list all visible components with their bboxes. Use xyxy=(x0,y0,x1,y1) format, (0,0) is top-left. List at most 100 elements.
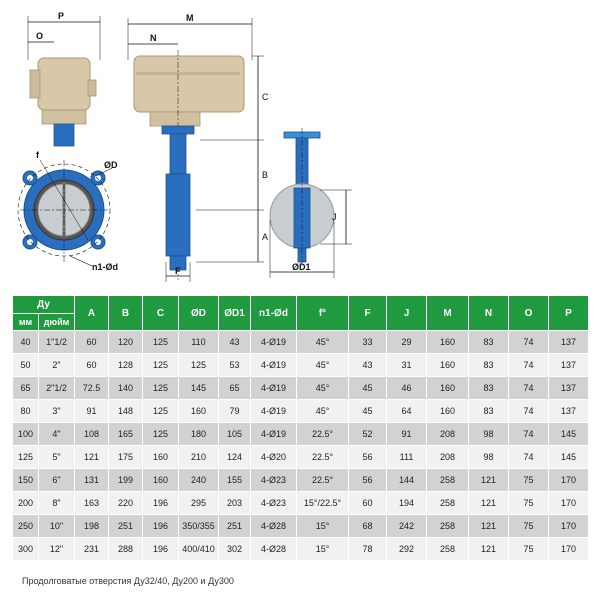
table-cell: 43 xyxy=(218,330,251,354)
header-col-a: A xyxy=(74,295,109,331)
actuator-box xyxy=(37,57,91,111)
table-cell: 2"1/2 xyxy=(38,376,75,400)
table-cell: 258 xyxy=(426,514,469,538)
table-cell: 196 xyxy=(142,537,179,561)
table-cell: 46 xyxy=(386,376,427,400)
table-cell: 105 xyxy=(218,422,251,446)
table-cell: 29 xyxy=(386,330,427,354)
table-cell: 160 xyxy=(426,353,469,377)
table-cell: 4-Ø20 xyxy=(250,445,297,469)
table-cell: 170 xyxy=(548,537,589,561)
dim-o-label: O xyxy=(36,31,43,41)
table-cell: 40 xyxy=(12,330,39,354)
table-cell: 125 xyxy=(12,445,39,469)
table-cell: 15°/22.5° xyxy=(296,491,349,515)
table-cell: 78 xyxy=(348,537,387,561)
header-col-f-angle: f° xyxy=(296,295,349,331)
table-cell: 75 xyxy=(508,491,549,515)
table-cell: 43 xyxy=(348,353,387,377)
table-cell: 12" xyxy=(38,537,75,561)
dim-n-label: N xyxy=(150,33,157,43)
table-cell: 4-Ø28 xyxy=(250,537,297,561)
table-cell: 208 xyxy=(426,422,469,446)
table-cell: 251 xyxy=(108,514,143,538)
header-mm: мм xyxy=(12,313,39,331)
header-col-n1d: n1-Ød xyxy=(250,295,297,331)
table-cell: 150 xyxy=(12,468,39,492)
table-cell: 145 xyxy=(548,445,589,469)
table-cell: 45° xyxy=(296,330,349,354)
table-cell: 60 xyxy=(74,353,109,377)
table-cell: 60 xyxy=(348,491,387,515)
table-cell: 145 xyxy=(548,422,589,446)
table-cell: 125 xyxy=(142,376,179,400)
header-col-od: ØD xyxy=(178,295,219,331)
table-cell: 53 xyxy=(218,353,251,377)
dim-m-label: M xyxy=(186,13,194,23)
table-cell: 68 xyxy=(348,514,387,538)
table-cell: 79 xyxy=(218,399,251,423)
table-cell: 4-Ø19 xyxy=(250,399,297,423)
dim-od1-label: ØD1 xyxy=(292,262,311,272)
table-cell: 145 xyxy=(178,376,219,400)
table-cell: 125 xyxy=(142,330,179,354)
technical-drawing: P O f ØD n1-Ød xyxy=(17,11,352,282)
table-cell: 74 xyxy=(508,445,549,469)
table-cell: 22.5° xyxy=(296,422,349,446)
table-cell: 4-Ø23 xyxy=(250,491,297,515)
header-inch: дюйм xyxy=(38,313,75,331)
footnote: Продолговатые отверстия Ду32/40, Ду200 и… xyxy=(22,576,234,586)
table-cell: 160 xyxy=(142,468,179,492)
dim-p-label: P xyxy=(58,11,64,21)
table-cell: 10" xyxy=(38,514,75,538)
table-cell: 64 xyxy=(386,399,427,423)
table-cell: 6" xyxy=(38,468,75,492)
table-cell: 350/355 xyxy=(178,514,219,538)
table-cell: 111 xyxy=(386,445,427,469)
table-cell: 52 xyxy=(348,422,387,446)
table-cell: 110 xyxy=(178,330,219,354)
table-cell: 33 xyxy=(348,330,387,354)
table-cell: 144 xyxy=(386,468,427,492)
table-cell: 15° xyxy=(296,514,349,538)
table-cell: 4-Ø23 xyxy=(250,468,297,492)
table-cell: 2" xyxy=(38,353,75,377)
table-cell: 31 xyxy=(386,353,427,377)
table-cell: 5" xyxy=(38,445,75,469)
table-cell: 45 xyxy=(348,376,387,400)
table-cell: 200 xyxy=(12,491,39,515)
dim-c-label: C xyxy=(262,92,269,102)
disc-open-view: J ØD1 xyxy=(269,128,352,278)
table-cell: 74 xyxy=(508,399,549,423)
table-cell: 170 xyxy=(548,514,589,538)
table-cell: 121 xyxy=(74,445,109,469)
front-view: P O f ØD n1-Ød xyxy=(17,11,118,272)
table-cell: 160 xyxy=(426,399,469,423)
table-cell: 160 xyxy=(426,330,469,354)
header-col-b: B xyxy=(108,295,143,331)
table-cell: 288 xyxy=(108,537,143,561)
table-cell: 258 xyxy=(426,468,469,492)
table-cell: 295 xyxy=(178,491,219,515)
table-cell: 170 xyxy=(548,491,589,515)
dim-b-label: B xyxy=(262,170,268,180)
table-cell: 210 xyxy=(178,445,219,469)
table-cell: 65 xyxy=(12,376,39,400)
table-cell: 155 xyxy=(218,468,251,492)
table-cell: 121 xyxy=(468,468,509,492)
header-col-o: O xyxy=(508,295,549,331)
table-cell: 199 xyxy=(108,468,143,492)
table-cell: 125 xyxy=(142,353,179,377)
table-cell: 74 xyxy=(508,422,549,446)
table-cell: 45 xyxy=(348,399,387,423)
table-cell: 120 xyxy=(108,330,143,354)
table-cell: 45° xyxy=(296,353,349,377)
table-cell: 1"1/2 xyxy=(38,330,75,354)
table-cell: 91 xyxy=(386,422,427,446)
table-cell: 121 xyxy=(468,537,509,561)
